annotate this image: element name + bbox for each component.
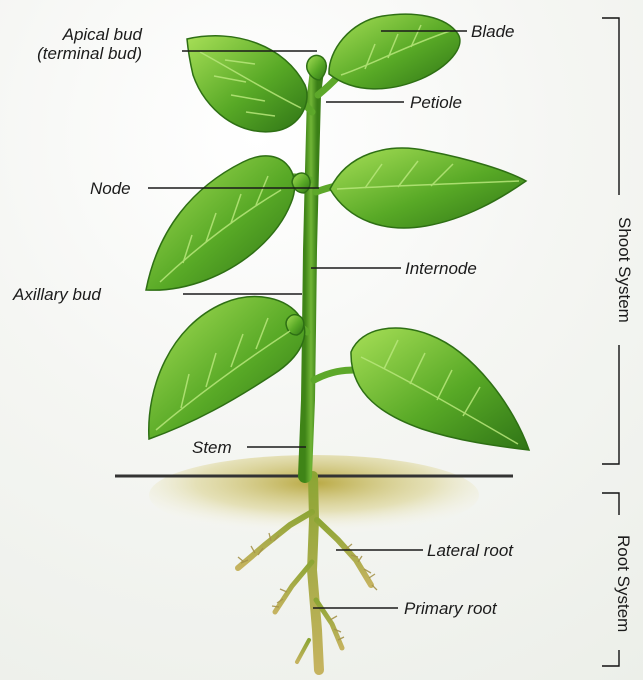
node-label: Node — [90, 179, 131, 198]
apical-bud-label-line2: (terminal bud) — [34, 44, 142, 63]
root-system-label: Root System — [613, 535, 633, 625]
apical-bud-label: Apical bud (terminal bud) — [34, 25, 142, 63]
lateral-root-label: Lateral root — [427, 541, 513, 560]
apical-bud-label-line1: Apical bud — [34, 25, 142, 44]
axillary-bud-label: Axillary bud — [13, 285, 101, 304]
blade-label: Blade — [471, 22, 514, 41]
primary-root-label: Primary root — [404, 599, 497, 618]
shoot-system-label: Shoot System — [614, 217, 634, 317]
internode-label: Internode — [405, 259, 477, 278]
leaves — [146, 14, 529, 450]
petiole-label: Petiole — [410, 93, 462, 112]
stem-label: Stem — [192, 438, 232, 457]
plant-stem — [305, 70, 317, 476]
